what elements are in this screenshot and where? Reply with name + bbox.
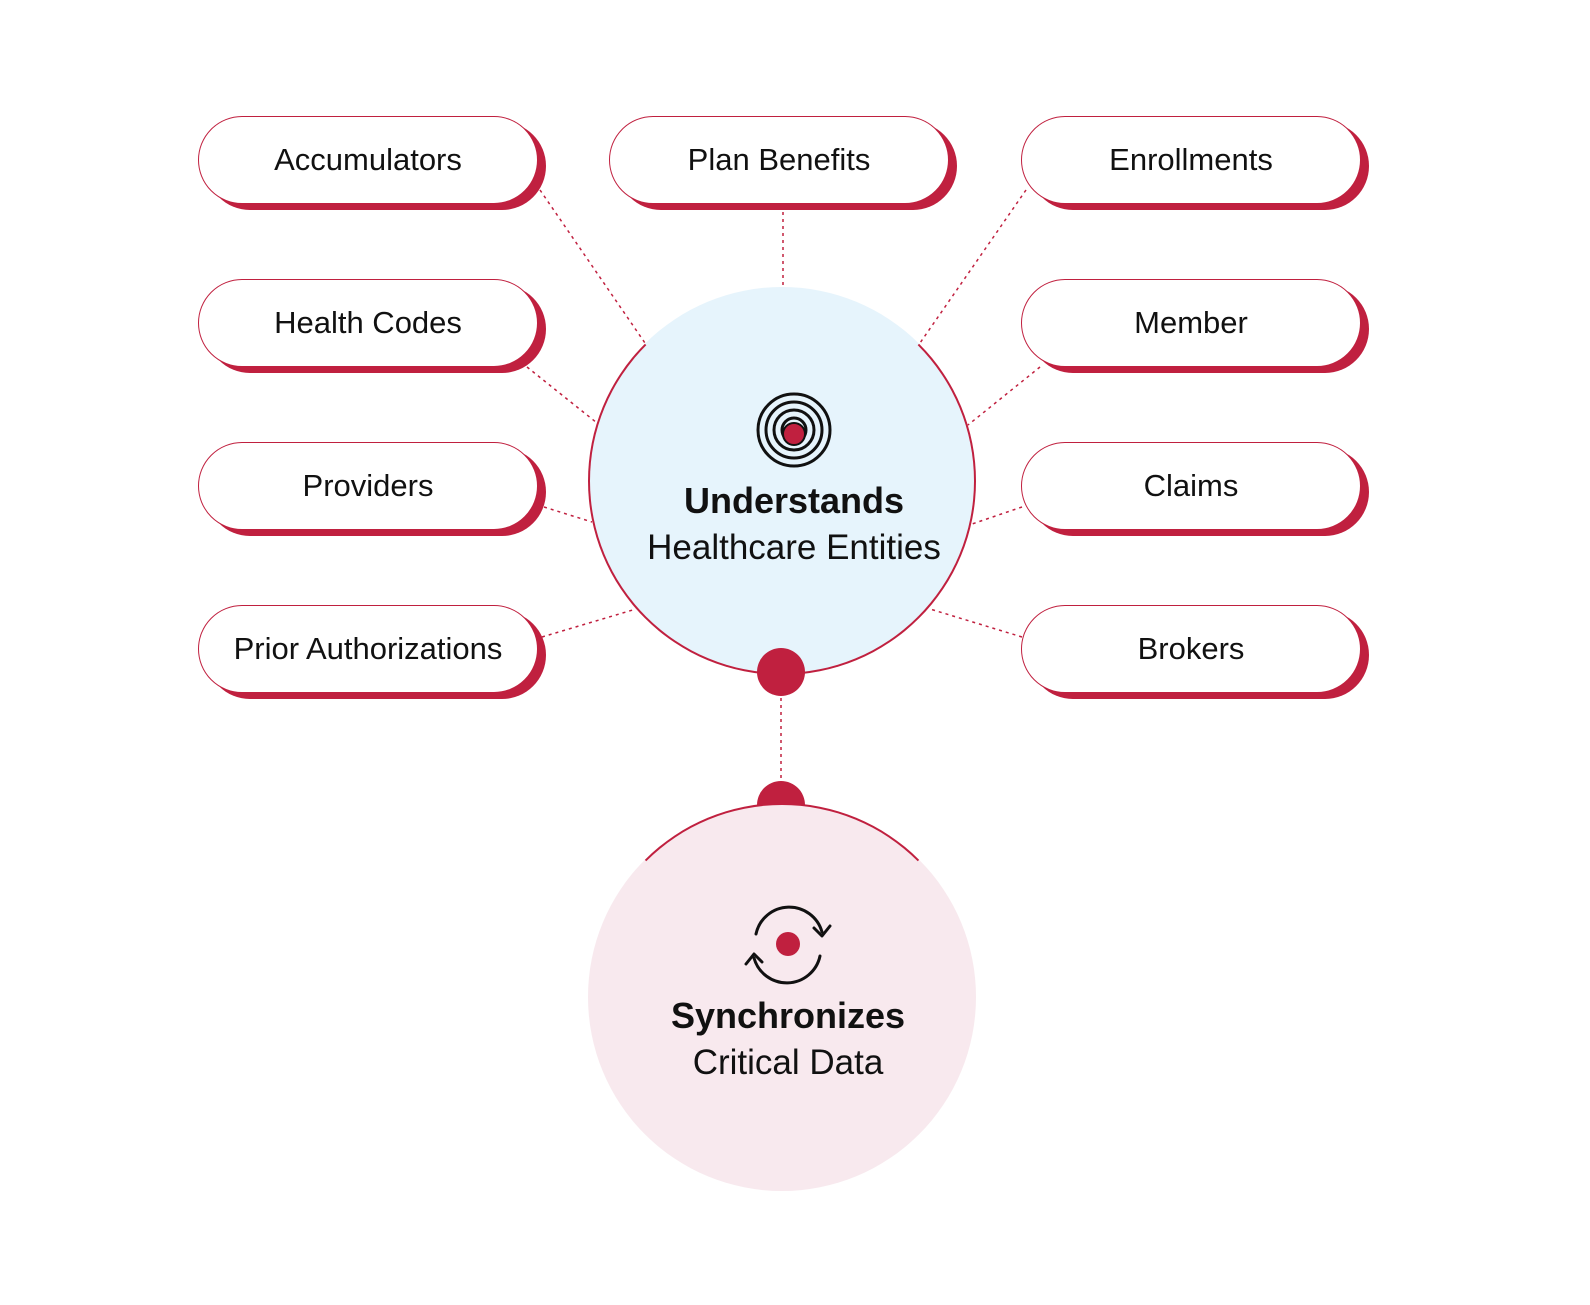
connector-brokers (929, 608, 1023, 638)
connector-accumulators (539, 189, 646, 344)
entity-label: Brokers (1137, 631, 1245, 666)
entity-label: Enrollments (1109, 142, 1273, 177)
entity-label: Plan Benefits (687, 142, 871, 177)
entity-plan-benefits: Plan Benefits (609, 116, 949, 204)
synchronizes-title: Synchronizes (670, 995, 906, 1036)
connector-dot-top (757, 648, 805, 696)
connector-health-codes (526, 366, 598, 424)
connector-member (967, 366, 1041, 426)
entity-prior-authorizations: Prior Authorizations (198, 605, 538, 693)
entity-label: Health Codes (274, 305, 462, 340)
understands-title: Understands (683, 480, 905, 521)
sync-arrows-icon (744, 905, 832, 985)
entity-label: Member (1134, 305, 1248, 340)
understands-label: Understands Healthcare Entities (600, 480, 988, 568)
understands-circle (588, 287, 976, 675)
connector-claims (971, 506, 1023, 525)
understands-subtitle: Healthcare Entities (647, 528, 941, 567)
entity-claims: Claims (1021, 442, 1361, 530)
entity-label: Prior Authorizations (233, 631, 503, 666)
entity-member: Member (1021, 279, 1361, 367)
entity-enrollments: Enrollments (1021, 116, 1361, 204)
connector-providers (543, 506, 593, 523)
entity-brokers: Brokers (1021, 605, 1361, 693)
entity-label: Providers (302, 468, 434, 503)
connector-enrollments (919, 189, 1027, 344)
connector-prior-authorizations (541, 608, 637, 638)
synchronizes-subtitle: Critical Data (692, 1043, 884, 1082)
concentric-spiral-icon (756, 392, 832, 468)
entity-label: Claims (1143, 468, 1239, 503)
entity-providers: Providers (198, 442, 538, 530)
entity-label: Accumulators (274, 142, 462, 177)
entity-accumulators: Accumulators (198, 116, 538, 204)
synchronizes-circle (588, 803, 976, 1191)
synchronizes-label: Synchronizes Critical Data (594, 995, 982, 1083)
entity-health-codes: Health Codes (198, 279, 538, 367)
